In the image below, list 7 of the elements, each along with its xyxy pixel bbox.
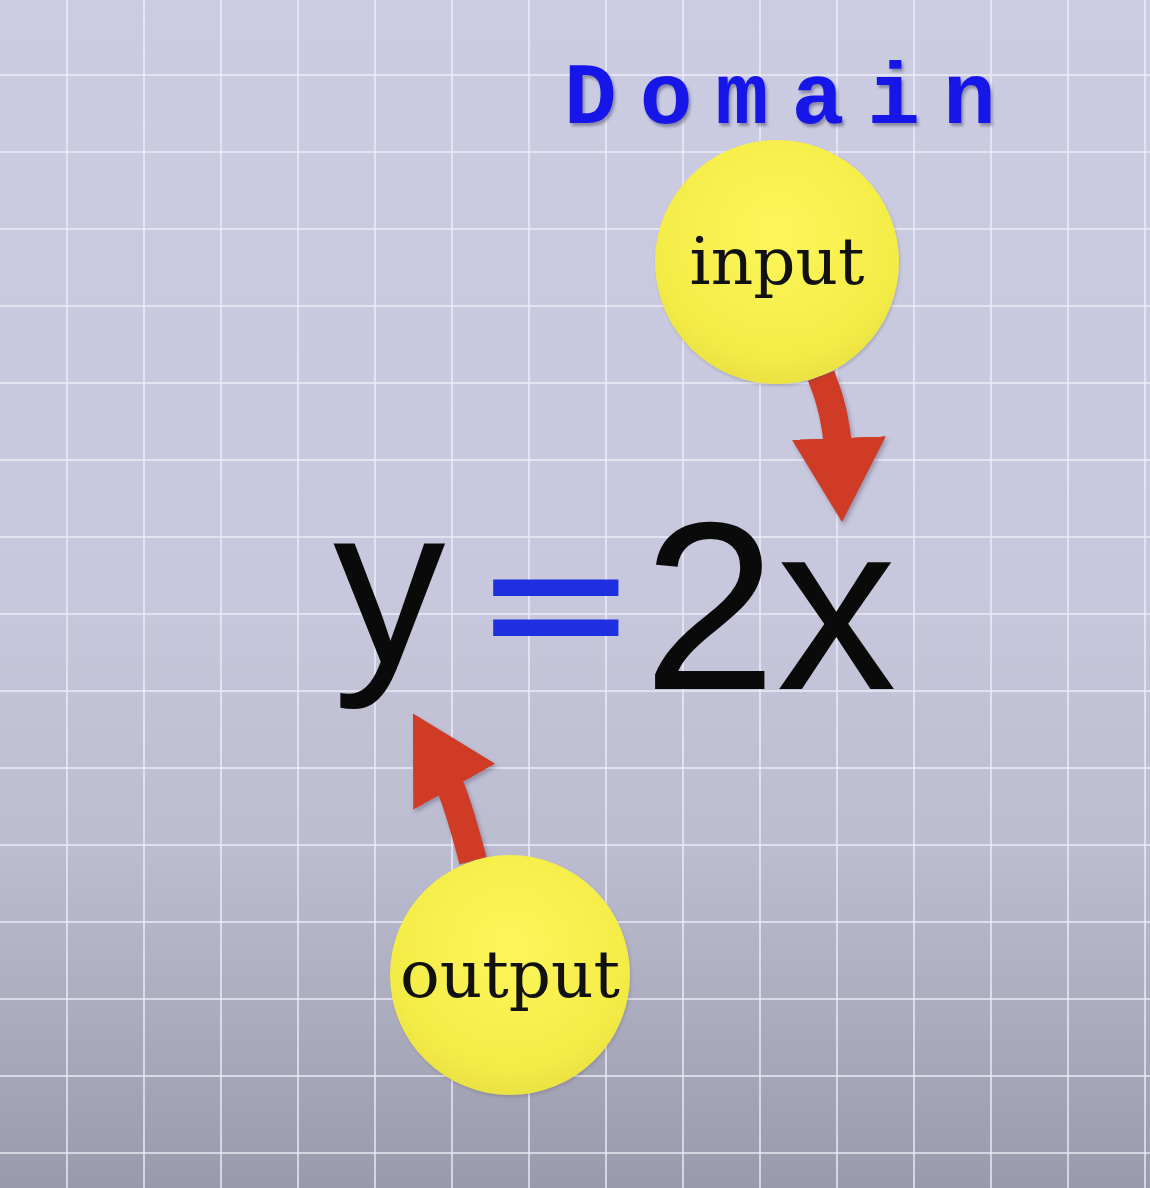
equals-sign: = [472,531,640,671]
curved-arrow [791,370,886,523]
equation-term: 2x [643,522,897,690]
node-label: output [399,937,620,1013]
equation-term: y [333,506,446,714]
node-label: input [689,224,865,300]
heading-text: Domain [564,56,1019,144]
